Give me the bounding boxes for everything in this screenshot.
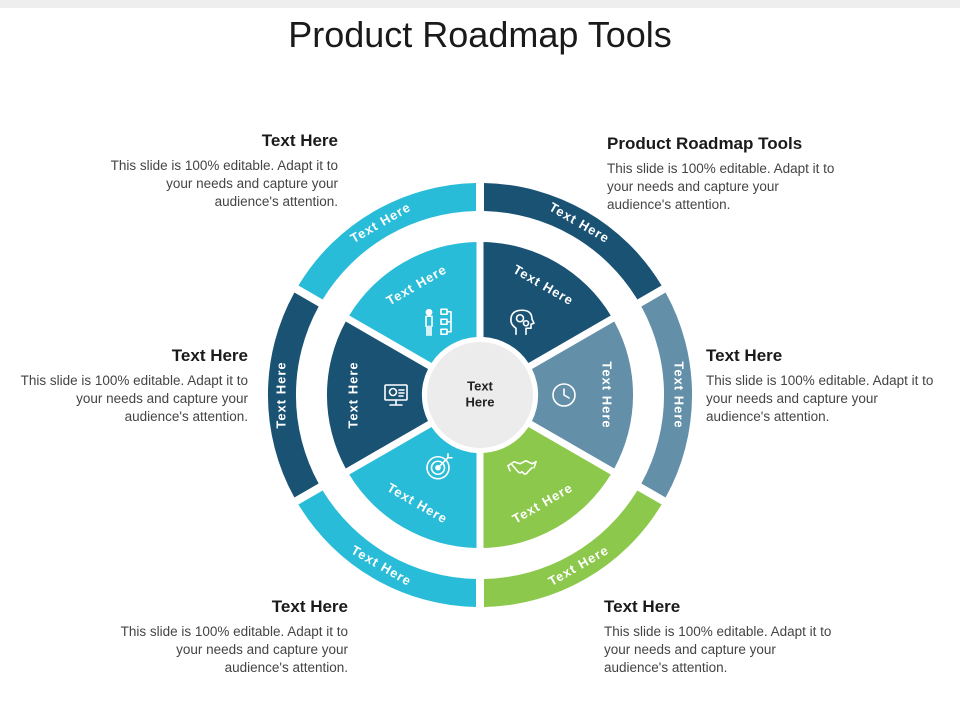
outer-ring-sector bbox=[484, 183, 662, 300]
page-title: Product Roadmap Tools bbox=[288, 14, 672, 55]
block-body: This slide is 100% editable. Adapt it to… bbox=[20, 373, 248, 424]
inner-ring-sector bbox=[349, 242, 477, 363]
wheel-segment: Text Here Text Here bbox=[267, 292, 429, 498]
inner-ring-sector bbox=[326, 321, 429, 469]
text-block-top-left: Text Here This slide is 100% editable. A… bbox=[108, 131, 338, 211]
block-heading: Product Roadmap Tools bbox=[607, 134, 803, 153]
top-bar bbox=[0, 0, 960, 8]
target-icon bbox=[426, 452, 453, 480]
center-label: Here bbox=[466, 394, 495, 409]
inner-segment-label: Text Here bbox=[345, 361, 360, 428]
inner-ring-sector bbox=[483, 427, 611, 548]
clock-icon bbox=[552, 383, 576, 407]
text-block-mid-left: Text Here This slide is 100% editable. A… bbox=[18, 346, 248, 426]
center-circle bbox=[427, 342, 533, 448]
text-block-bottom-right: Text Here This slide is 100% editable. A… bbox=[604, 597, 834, 677]
outer-segment-label: Text Here bbox=[273, 361, 288, 428]
block-heading: Text Here bbox=[706, 346, 783, 365]
outer-ring-sector bbox=[641, 292, 693, 498]
text-block-bottom-left: Text Here This slide is 100% editable. A… bbox=[118, 597, 348, 677]
block-body: This slide is 100% editable. Adapt it to… bbox=[110, 158, 338, 209]
outer-ring-sector bbox=[484, 490, 662, 607]
outer-ring-sector bbox=[298, 490, 476, 607]
block-heading: Text Here bbox=[604, 597, 681, 616]
center-label: Text bbox=[467, 378, 493, 393]
inner-segment-label: Text Here bbox=[600, 361, 615, 428]
wheel-segment: Text Here Text Here bbox=[531, 292, 693, 498]
outer-ring-sector bbox=[298, 183, 476, 300]
text-block-top-right: Product Roadmap Tools This slide is 100%… bbox=[607, 134, 837, 214]
outer-segment-label: Text Here bbox=[672, 361, 687, 428]
org-chart-icon bbox=[425, 308, 452, 337]
inner-ring-sector bbox=[349, 427, 477, 548]
monitor-chart-icon bbox=[384, 384, 408, 406]
block-heading: Text Here bbox=[261, 131, 338, 150]
block-heading: Text Here bbox=[271, 597, 348, 616]
block-body: This slide is 100% editable. Adapt it to… bbox=[607, 161, 835, 212]
block-body: This slide is 100% editable. Adapt it to… bbox=[604, 624, 832, 675]
text-block-mid-right: Text Here This slide is 100% editable. A… bbox=[706, 346, 936, 426]
block-heading: Text Here bbox=[171, 346, 248, 365]
block-body: This slide is 100% editable. Adapt it to… bbox=[706, 373, 934, 424]
outer-ring-sector bbox=[267, 292, 319, 498]
head-gears-icon bbox=[510, 309, 535, 336]
block-body: This slide is 100% editable. Adapt it to… bbox=[120, 624, 348, 675]
inner-ring-sector bbox=[531, 321, 634, 469]
handshake-icon bbox=[507, 459, 537, 475]
